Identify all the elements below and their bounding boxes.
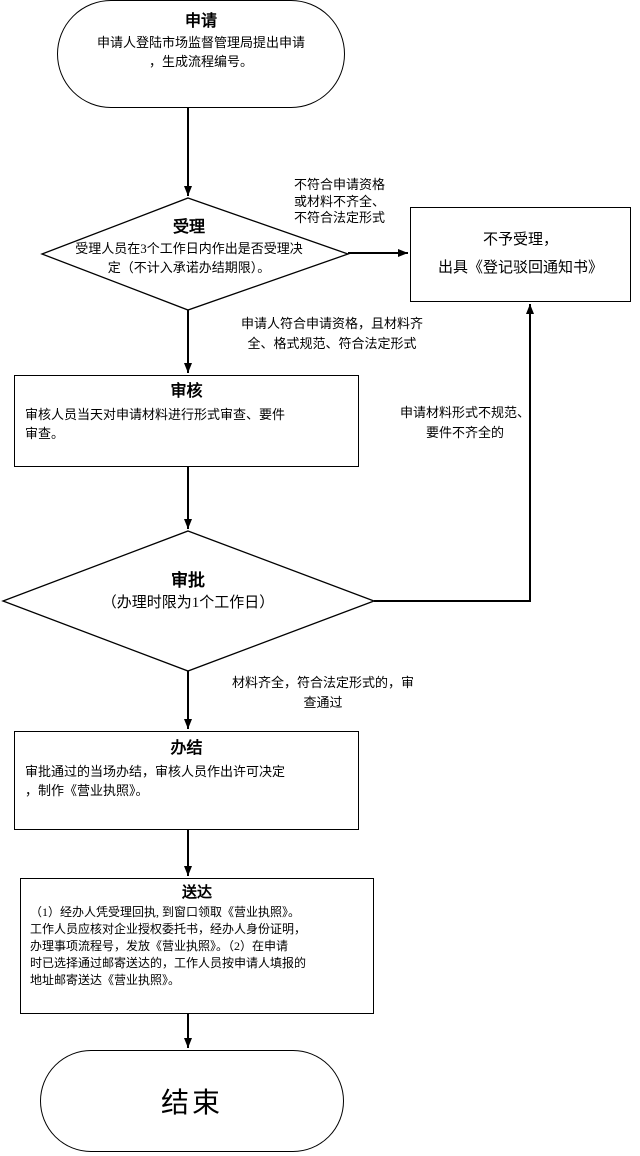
review-node: 审核 审核人员当天对申请材料进行形式审查、要件 审查。 xyxy=(14,375,359,467)
approve-node-text: 审批 （办理时限为1个工作日） xyxy=(38,570,338,615)
approve-subtitle: （办理时限为1个工作日） xyxy=(101,594,275,611)
start-node: 申请 申请人登陆市场监督管理局提出申请 ，生成流程编号。 xyxy=(57,0,345,108)
end-node: 结束 xyxy=(40,1050,344,1152)
approve-title: 审批 xyxy=(171,571,205,590)
deliver-node: 送达 （1）经办人凭受理回执, 到窗口领取《营业执照》。 工作人员应核对企业授权… xyxy=(20,878,374,1014)
reject-node: 不予受理， 出具《登记驳回通知书》 xyxy=(410,207,631,302)
review-body: 审核人员当天对申请材料进行形式审查、要件 审查。 xyxy=(25,406,286,442)
arrow-approve-to-reject xyxy=(374,304,534,602)
return-condition-label: 申请材料形式不规范、 要件不齐全的 xyxy=(399,405,530,440)
accept-decision-diamond xyxy=(40,197,350,311)
complete-body: 审批通过的当场办结，审核人员作出许可决定 ，制作《营业执照》。 xyxy=(25,763,286,799)
start-title: 申请 xyxy=(184,13,217,30)
accept-condition-label: 申请人符合申请资格，且材料齐 全、格式规范、符合法定形式 xyxy=(240,316,423,351)
start-body: 申请人登陆市场监督管理局提出申请 ，生成流程编号。 xyxy=(96,34,305,70)
deliver-body: （1）经办人凭受理回执, 到窗口领取《营业执照》。 工作人员应核对企业授权委托书… xyxy=(30,905,307,988)
approve-decision-diamond xyxy=(1,530,376,672)
accept-title: 受理 xyxy=(172,219,205,236)
complete-node: 办结 审批通过的当场办结，审核人员作出许可决定 ，制作《营业执照》。 xyxy=(14,731,359,830)
review-title: 审核 xyxy=(170,383,203,400)
deliver-title: 送达 xyxy=(181,885,212,901)
end-title: 结束 xyxy=(160,1088,223,1119)
reject-body: 不予受理， 出具《登记驳回通知书》 xyxy=(437,231,603,276)
pass-condition-label: 材料齐全，符合法定形式的，审 查通过 xyxy=(231,675,414,711)
complete-title: 办结 xyxy=(170,740,203,757)
accept-node-text: 受理 受理人员在3个工作日内作出是否受理决 定（不计入承诺办结期限）。 xyxy=(47,217,331,278)
reject-condition-label: 不符合申请资格 或材料不齐全、 不符合法定形式 xyxy=(294,177,386,226)
accept-body: 受理人员在3个工作日内作出是否受理决 定（不计入承诺办结期限）。 xyxy=(75,240,303,276)
